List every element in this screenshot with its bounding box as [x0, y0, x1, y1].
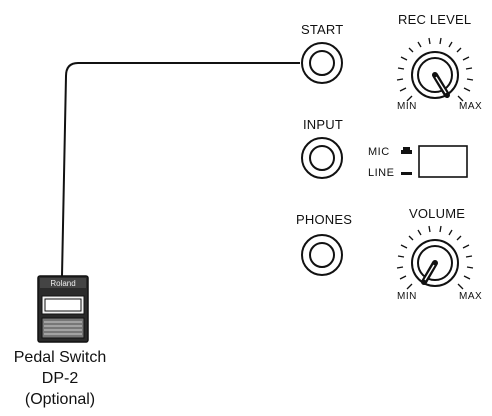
input-label: INPUT	[303, 117, 343, 132]
rec-level-max-label: MAX	[459, 101, 483, 112]
pedal-brand-label: Roland	[50, 279, 75, 288]
mic-label: MIC	[368, 146, 390, 158]
volume-knob[interactable]	[396, 225, 474, 290]
volume-scale	[396, 225, 474, 290]
mic-line-switch[interactable]	[401, 145, 468, 178]
pedal-cable	[61, 62, 300, 277]
pedal-caption-optional: (Optional)	[24, 391, 96, 408]
phones-jack	[301, 234, 343, 276]
start-label: START	[301, 22, 344, 37]
pedal-caption-name: Pedal Switch	[13, 349, 107, 366]
input-jack	[301, 137, 343, 179]
rec-level-scale	[396, 37, 474, 102]
rec-level-min-label: MIN	[397, 101, 417, 112]
phones-label: PHONES	[296, 212, 353, 227]
volume-min-label: MIN	[397, 291, 417, 302]
line-label: LINE	[368, 167, 395, 179]
volume-max-label: MAX	[459, 291, 483, 302]
mic-position-marker	[401, 150, 412, 154]
line-position-marker	[401, 172, 412, 175]
volume-label: VOLUME	[409, 206, 466, 221]
start-jack	[301, 42, 343, 84]
pedal-switch-illustration: Roland	[37, 275, 89, 343]
pedal-caption-model: DP-2	[41, 370, 79, 387]
rec-level-label: REC LEVEL	[398, 12, 472, 27]
rec-level-knob[interactable]	[396, 37, 474, 102]
